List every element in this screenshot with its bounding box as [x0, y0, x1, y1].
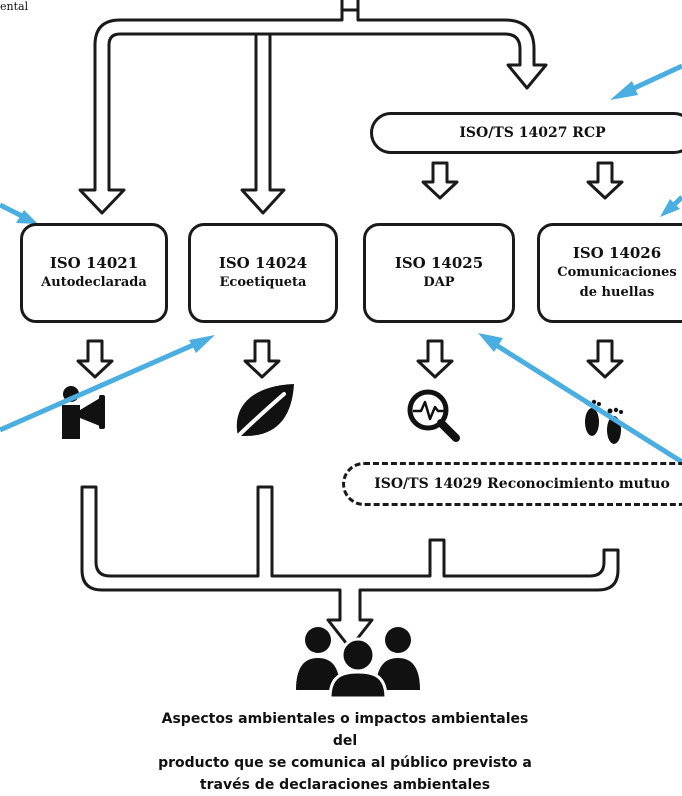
iso-14025-title: ISO 14025 — [394, 254, 484, 272]
pointer-arrow-to-14025 — [478, 333, 682, 465]
caption-line-2: producto que se comunica al público prev… — [158, 755, 532, 771]
pointer-arrow-to-14024 — [0, 335, 215, 433]
iso-14029-box: ISO/TS 14029 Reconocimiento mutuo — [342, 462, 682, 506]
iso-14024-box: ISO 14024 Ecoetiqueta — [188, 223, 338, 323]
box-14021-down-arrow — [76, 339, 114, 379]
branch-14024-arrow — [240, 34, 286, 215]
iso-14026-subtitle-2: de huellas — [579, 285, 655, 300]
iso-14024-subtitle: Ecoetiqueta — [219, 275, 307, 290]
box-14025-down-arrow — [416, 339, 454, 379]
rcp-label: ISO/TS 14027 RCP — [459, 125, 606, 141]
iso-14026-box: ISO 14026 Comunicaciones de huellas — [537, 223, 682, 323]
rcp-to-14026-arrow — [586, 161, 624, 200]
pointer-arrows — [0, 63, 682, 465]
iso-14024-title: ISO 14024 — [218, 254, 308, 272]
diagram-caption: Aspectos ambientales o impactos ambienta… — [150, 708, 540, 796]
iso-14021-title: ISO 14021 — [49, 254, 139, 272]
cropped-text: ental — [0, 0, 29, 13]
leaf-icon — [230, 384, 294, 444]
caption-line-3: través de declaraciones ambientales — [199, 777, 491, 793]
people-group-icon — [296, 627, 420, 700]
iso-14029-label: ISO/TS 14029 Reconocimiento mutuo — [374, 476, 670, 492]
box-14024-down-arrow — [243, 339, 281, 379]
top-splitter-arrow — [78, 0, 548, 215]
pointer-arrow-to-14021 — [0, 202, 38, 224]
iso-14026-subtitle: Comunicaciones — [557, 265, 677, 280]
iso-14025-box: ISO 14025 DAP — [363, 223, 515, 323]
merge-arrow — [80, 485, 620, 650]
rcp-box: ISO/TS 14027 RCP — [370, 112, 682, 154]
pointer-arrow-to-rcp — [610, 63, 682, 100]
iso-14026-title: ISO 14026 — [572, 244, 662, 262]
iso-14021-subtitle: Autodeclarada — [41, 275, 147, 290]
pointer-arrow-to-14026 — [660, 195, 682, 217]
iso-14021-box: ISO 14021 Autodeclarada — [20, 223, 168, 323]
iso-14025-subtitle: DAP — [423, 275, 455, 290]
caption-line-1: Aspectos ambientales o impactos ambienta… — [161, 711, 529, 749]
magnifier-pulse-icon — [407, 389, 460, 442]
box-14026-down-arrow — [586, 339, 624, 379]
rcp-to-14025-arrow — [421, 161, 459, 200]
